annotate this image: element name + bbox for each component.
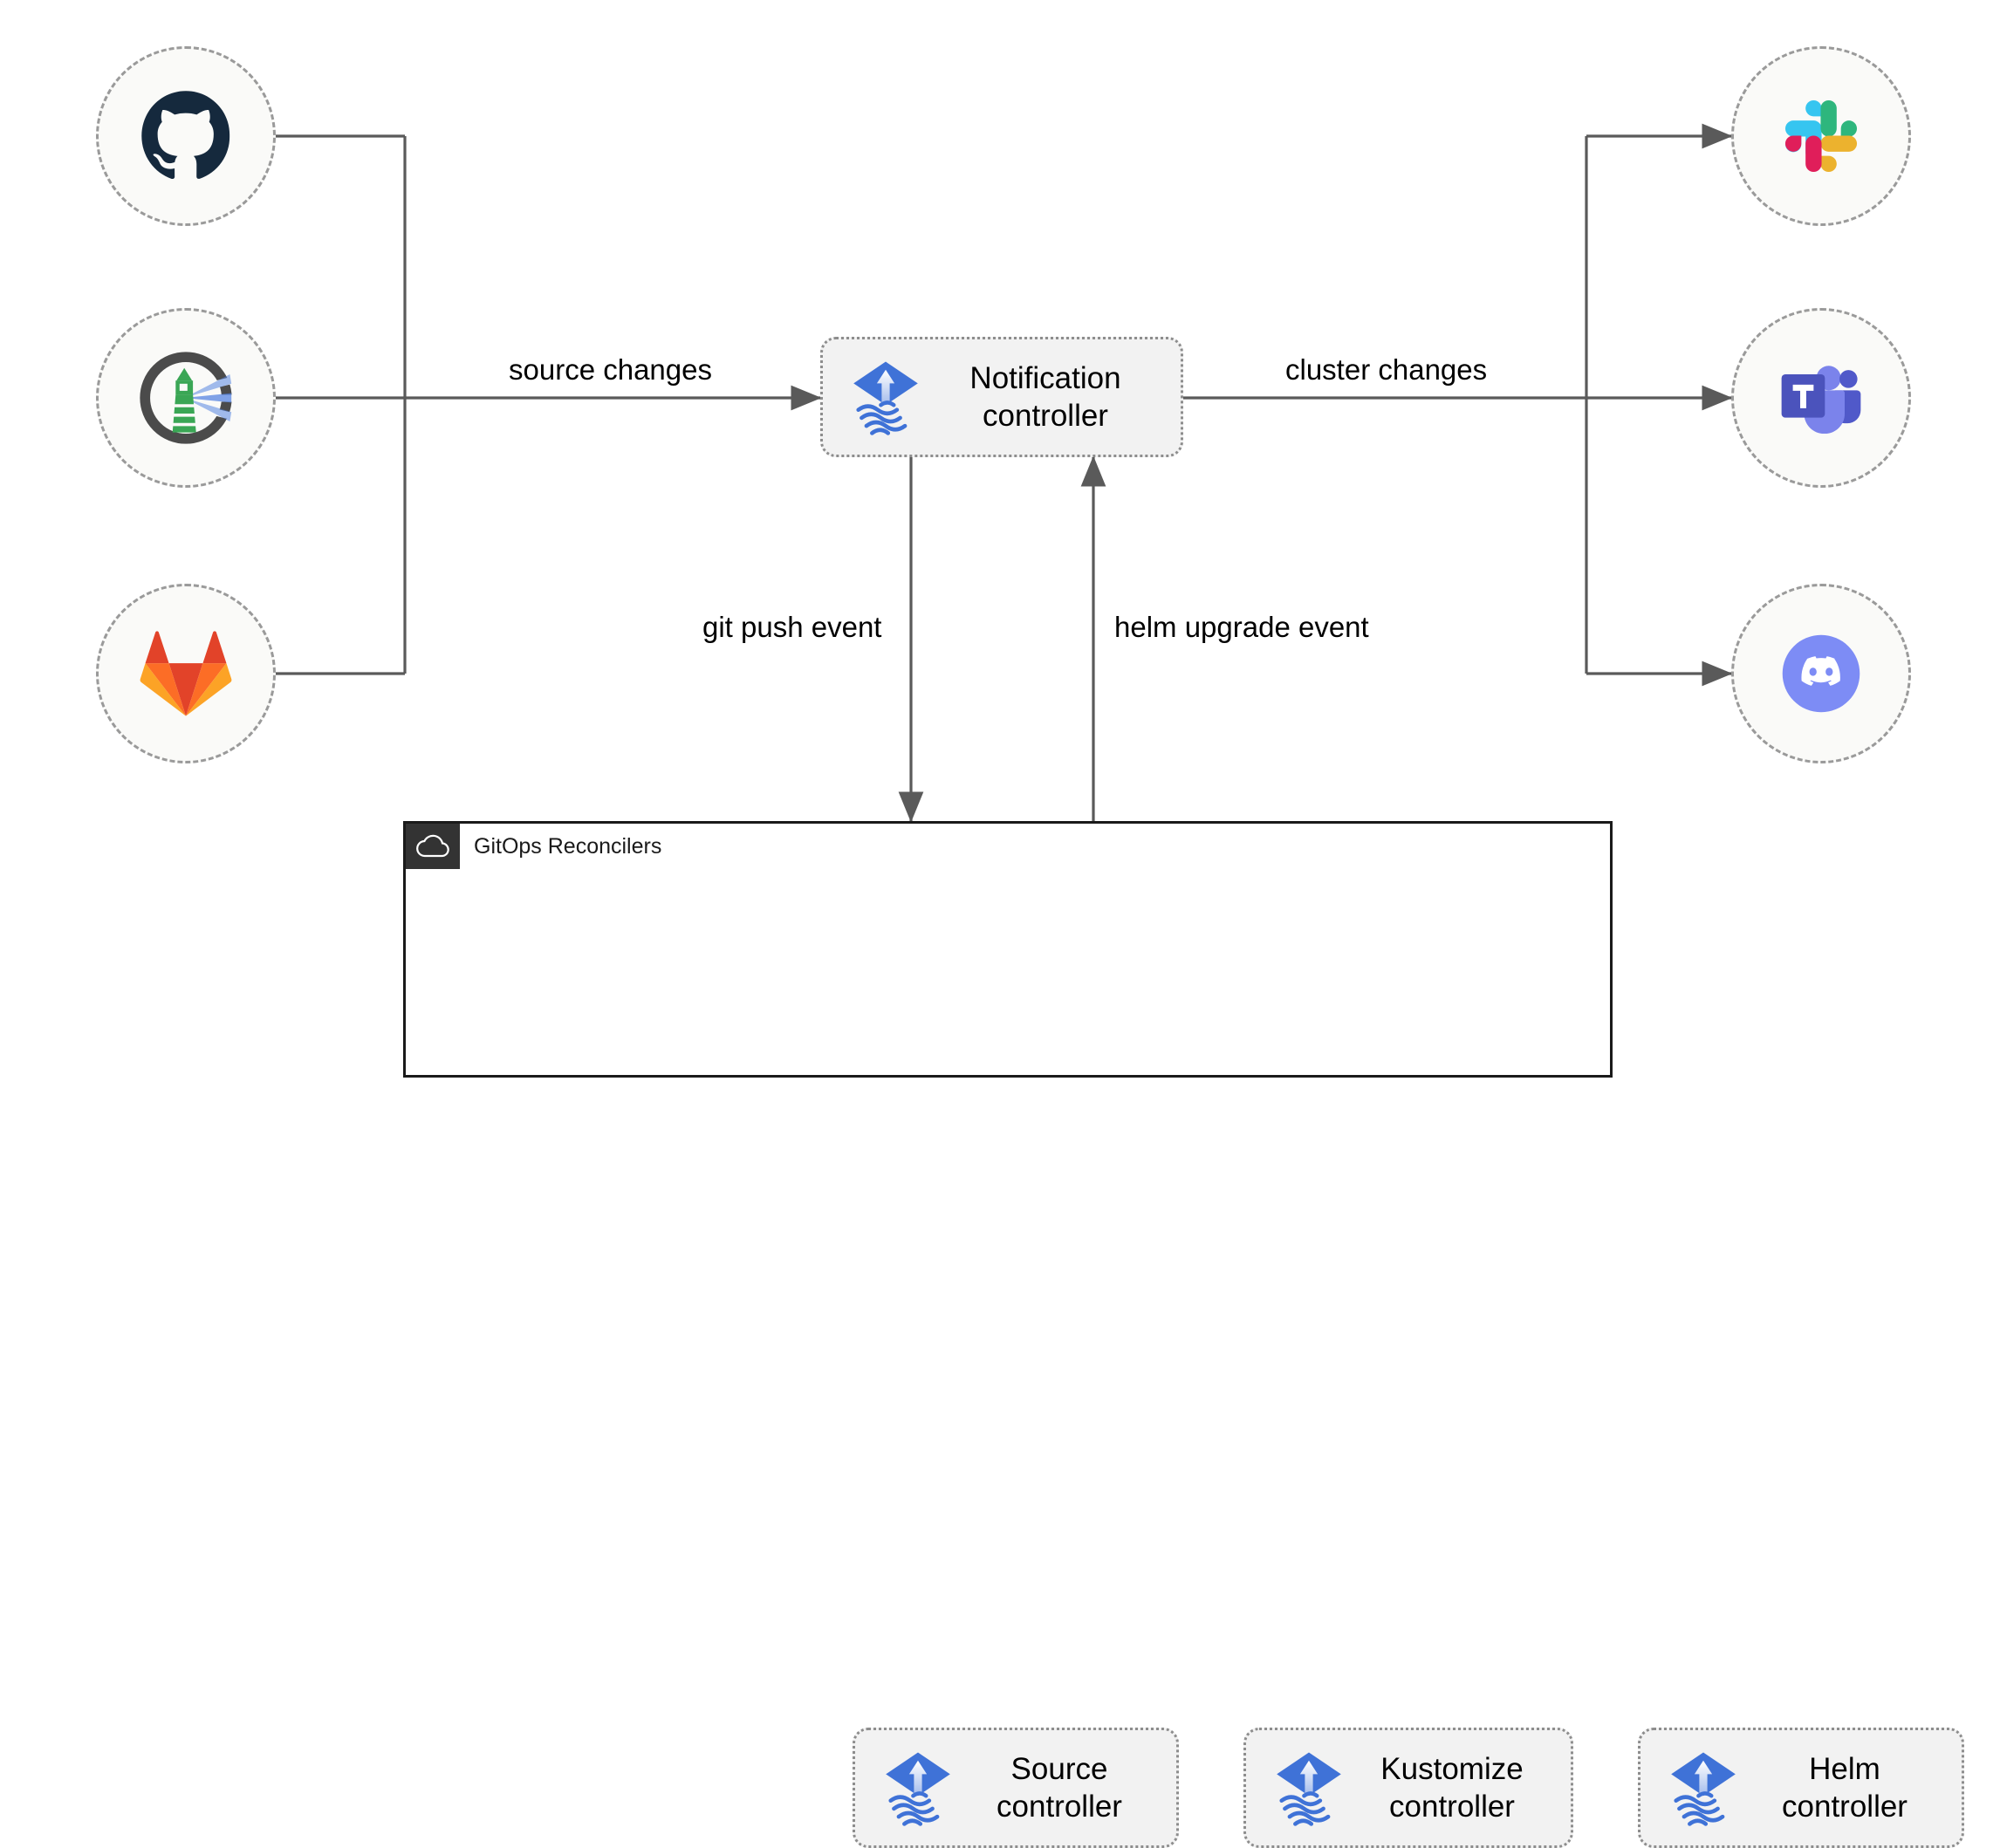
- helm-icon: [140, 352, 233, 444]
- flux-icon: [1277, 1752, 1341, 1826]
- destination-node-discord[interactable]: [1731, 584, 1911, 763]
- helm-controller-label: Helm controller: [1782, 1751, 1908, 1824]
- kustomize-controller-label: Kustomize controller: [1380, 1751, 1524, 1824]
- helm-controller-card[interactable]: Helm controller: [1638, 1728, 1964, 1848]
- edge-label-git-push-event: git push event: [702, 611, 882, 643]
- edge-label-source-changes: source changes: [509, 353, 712, 386]
- github-icon: [141, 91, 230, 180]
- slack-icon: [1784, 99, 1858, 173]
- flux-icon: [853, 361, 918, 435]
- source-controller-card[interactable]: Source controller: [853, 1728, 1179, 1848]
- gitlab-icon: [140, 631, 232, 716]
- gitops-reconcilers-container: GitOps Reconcilers: [403, 821, 1964, 1848]
- destination-node-teams[interactable]: [1731, 308, 1911, 488]
- diagram-canvas: Notification controller: [96, 46, 1964, 1848]
- cloud-icon-tile: [406, 824, 460, 869]
- discord-icon: [1782, 634, 1860, 713]
- gitops-reconcilers-title: GitOps Reconcilers: [474, 833, 662, 859]
- edge-label-cluster-changes: cluster changes: [1285, 353, 1488, 386]
- flux-icon: [886, 1752, 950, 1826]
- notification-controller-label: Notification controller: [969, 360, 1121, 433]
- source-node-github[interactable]: [96, 46, 276, 226]
- kustomize-controller-card[interactable]: Kustomize controller: [1243, 1728, 1573, 1848]
- gitops-reconcilers-header: GitOps Reconcilers: [406, 824, 661, 869]
- destination-node-slack[interactable]: [1731, 46, 1911, 226]
- flux-icon: [1671, 1752, 1736, 1826]
- source-controller-label: Source controller: [997, 1751, 1122, 1824]
- cloud-icon: [416, 834, 449, 858]
- source-node-gitlab[interactable]: [96, 584, 276, 763]
- microsoft-teams-icon: [1781, 366, 1861, 435]
- source-node-helm[interactable]: [96, 308, 276, 488]
- notification-controller-card[interactable]: Notification controller: [820, 337, 1183, 457]
- edge-label-helm-upgrade-event: helm upgrade event: [1114, 611, 1369, 643]
